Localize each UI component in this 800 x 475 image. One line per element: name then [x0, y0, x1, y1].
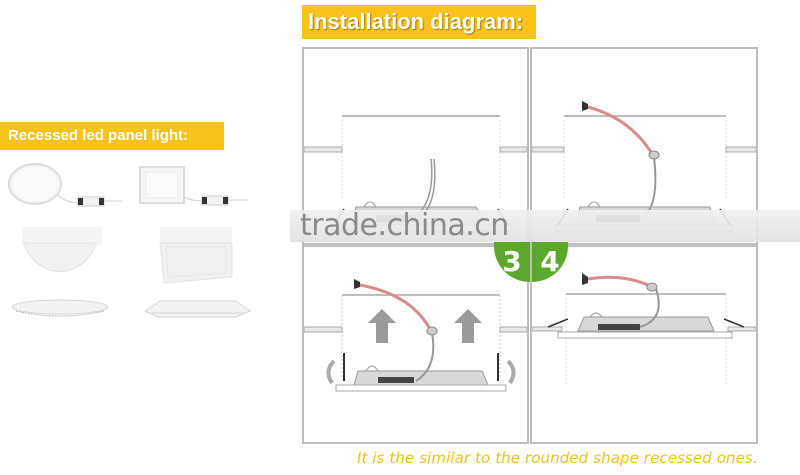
installation-caption: It is the similar to the rounded shape r…: [357, 449, 758, 467]
rotate-arrow-icon: [506, 359, 516, 385]
square-panel-side-image: [143, 300, 252, 318]
rotate-arrow-icon: [326, 359, 336, 385]
install-step-3-panel: [302, 245, 529, 444]
installation-section-title: Installation diagram:: [302, 5, 536, 39]
watermark-text: trade.china.cn: [300, 208, 509, 243]
round-panel-side-image: [11, 299, 109, 317]
round-panel-with-driver-image: [8, 163, 122, 207]
up-arrow-icon: [368, 309, 482, 343]
round-panel-closeup-image: [22, 227, 102, 273]
product-section-title: Recessed led panel light:: [0, 122, 224, 150]
install-step-4-panel: [530, 245, 758, 444]
step-3-illustration: [304, 279, 527, 392]
square-panel-with-driver-image: [139, 166, 248, 206]
square-panel-closeup-image: [159, 227, 233, 284]
watermark-band: [290, 210, 800, 242]
step-3-badge: 3: [494, 242, 530, 282]
product-images: [8, 163, 252, 318]
step-4-illustration: [532, 273, 756, 385]
